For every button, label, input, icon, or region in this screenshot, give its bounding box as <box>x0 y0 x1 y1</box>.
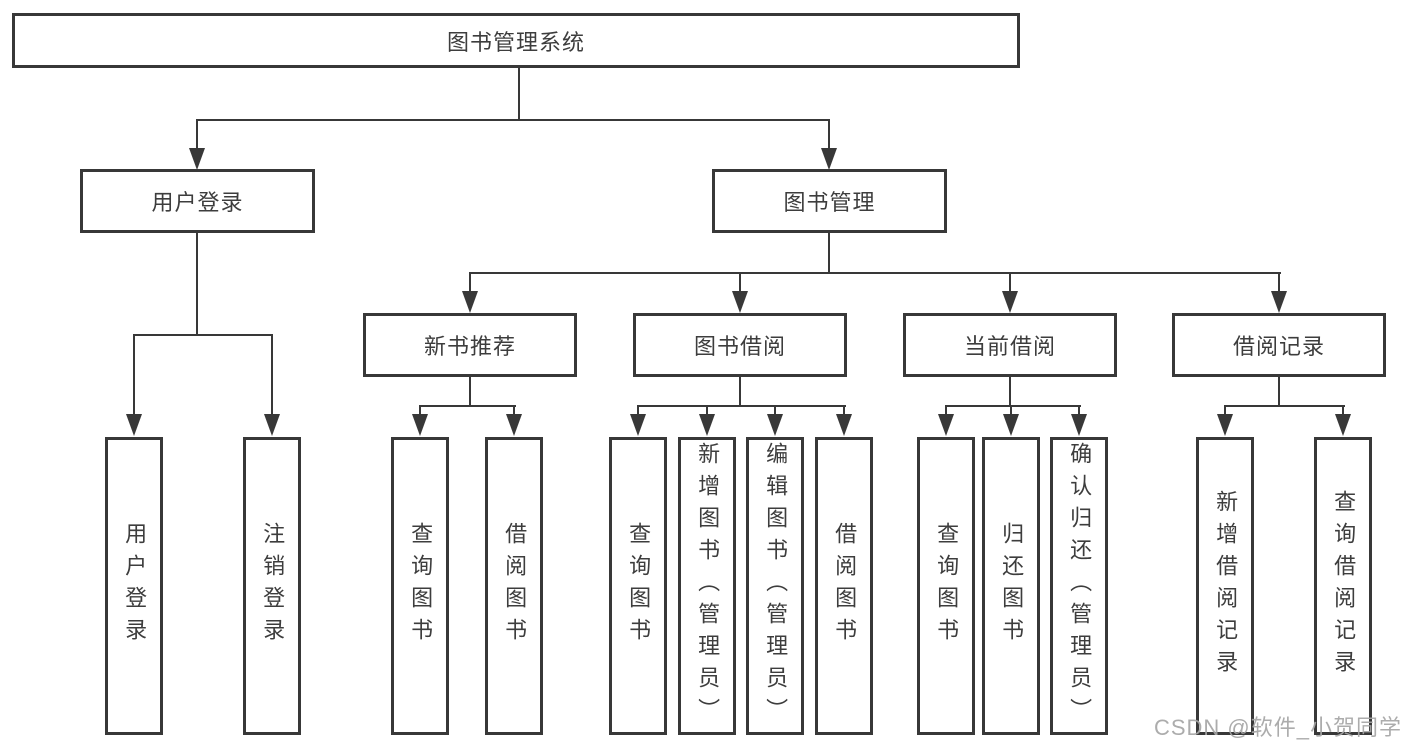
connector-drop <box>1224 405 1226 417</box>
arrowhead-down <box>264 414 280 436</box>
node-book-borrowing: 图书借阅 <box>633 313 847 377</box>
arrowhead-down <box>699 414 715 436</box>
leaf-user-login: 用户登录 <box>105 437 163 735</box>
node-label: 新增借阅记录 <box>1213 490 1239 682</box>
connector-drop <box>1078 405 1080 417</box>
leaf-query-books: 查询图书 <box>391 437 449 735</box>
leaf-query-borrow-record: 查询借阅记录 <box>1314 437 1372 735</box>
node-label: 注销登录 <box>260 522 286 650</box>
node-label: 新书推荐 <box>423 334 516 359</box>
connector-drop <box>637 405 639 417</box>
node-new-book-recommend: 新书推荐 <box>363 313 577 377</box>
leaf-query-books: 查询图书 <box>609 437 667 735</box>
leaf-edit-books-admin: 编辑图书（管理员） <box>746 437 804 735</box>
node-label: 借阅图书 <box>502 522 528 650</box>
connector-root-stem <box>518 68 520 121</box>
node-label: 借阅记录 <box>1232 334 1325 359</box>
connector-drop <box>945 405 947 417</box>
node-label: 查询借阅记录 <box>1331 490 1357 682</box>
node-user-login: 用户登录 <box>80 169 315 233</box>
arrowhead-down <box>767 414 783 436</box>
connector-stem <box>196 233 198 336</box>
connector-drop <box>828 119 830 151</box>
connector-split <box>945 405 1081 407</box>
arrowhead-down <box>189 148 205 170</box>
connector-stem <box>1009 377 1011 406</box>
node-label: 用户登录 <box>151 190 244 215</box>
connector-drop <box>513 405 515 417</box>
leaf-add-books-admin: 新增图书（管理员） <box>678 437 736 735</box>
connector-drop <box>774 405 776 417</box>
connector-drop <box>1010 405 1012 417</box>
connector-drop <box>843 405 845 417</box>
node-borrowing-records: 借阅记录 <box>1172 313 1386 377</box>
arrowhead-down <box>1071 414 1087 436</box>
connector-drop <box>469 272 471 294</box>
arrowhead-down <box>1335 414 1351 436</box>
connector-split <box>637 405 846 407</box>
node-label: 查询图书 <box>934 522 960 650</box>
connector-drop <box>419 405 421 417</box>
node-label: 当前借阅 <box>963 334 1056 359</box>
leaf-query-books: 查询图书 <box>917 437 975 735</box>
connector-drop <box>1278 272 1280 294</box>
node-label: 图书管理 <box>783 190 876 215</box>
node-label: 归还图书 <box>999 522 1025 650</box>
node-label: 查询图书 <box>408 522 434 650</box>
connector-drop <box>1342 405 1344 417</box>
leaf-return-books: 归还图书 <box>982 437 1040 735</box>
node-label: 用户登录 <box>122 522 148 650</box>
connector-drop <box>196 119 198 151</box>
connector-split <box>1224 405 1345 407</box>
leaf-logout: 注销登录 <box>243 437 301 735</box>
connector-split <box>133 334 273 336</box>
csdn-watermark: CSDN @软件_小贺同学 <box>1153 715 1402 740</box>
connector-drop <box>739 272 741 294</box>
leaf-confirm-return-admin: 确认归还（管理员） <box>1050 437 1108 735</box>
arrowhead-down <box>630 414 646 436</box>
connector-stem <box>469 377 471 406</box>
connector-drop <box>133 334 135 418</box>
leaf-add-borrow-record: 新增借阅记录 <box>1196 437 1254 735</box>
arrowhead-down <box>126 414 142 436</box>
connector-stem <box>828 233 830 274</box>
node-label: 新增图书（管理员） <box>695 442 721 730</box>
connector-split <box>419 405 516 407</box>
arrowhead-down <box>462 291 478 313</box>
node-label: 图书管理系统 <box>446 29 585 55</box>
arrowhead-down <box>412 414 428 436</box>
node-book-management: 图书管理 <box>712 169 947 233</box>
node-label: 借阅图书 <box>832 522 858 650</box>
arrowhead-down <box>1217 414 1233 436</box>
arrowhead-down <box>506 414 522 436</box>
arrowhead-down <box>836 414 852 436</box>
node-current-borrowing: 当前借阅 <box>903 313 1117 377</box>
connector-stem <box>1278 377 1280 406</box>
connector-drop <box>271 334 273 418</box>
leaf-borrow-books: 借阅图书 <box>815 437 873 735</box>
node-label: 确认归还（管理员） <box>1067 442 1093 730</box>
arrowhead-down <box>821 148 837 170</box>
arrowhead-down <box>1002 291 1018 313</box>
arrowhead-down <box>732 291 748 313</box>
connector-stem <box>739 377 741 406</box>
connector-split <box>469 272 1281 274</box>
arrowhead-down <box>938 414 954 436</box>
node-label: 查询图书 <box>626 522 652 650</box>
leaf-borrow-books: 借阅图书 <box>485 437 543 735</box>
node-label: 图书借阅 <box>693 334 786 359</box>
connector-drop <box>706 405 708 417</box>
arrowhead-down <box>1271 291 1287 313</box>
node-label: 编辑图书（管理员） <box>763 442 789 730</box>
node-library-management-system: 图书管理系统 <box>12 13 1020 68</box>
arrowhead-down <box>1003 414 1019 436</box>
connector-drop <box>1009 272 1011 294</box>
connector-root-split <box>196 119 830 121</box>
